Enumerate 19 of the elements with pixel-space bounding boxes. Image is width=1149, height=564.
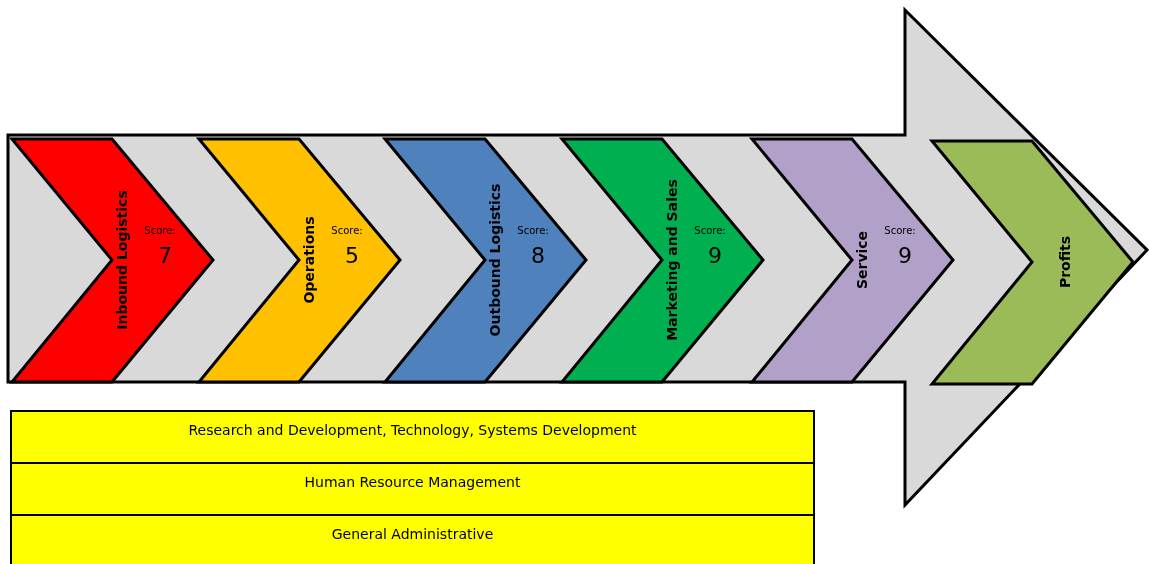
activity-title: Operations bbox=[301, 216, 317, 304]
score-label: Score: bbox=[517, 225, 549, 236]
score-value: 8 bbox=[531, 243, 545, 268]
score-label: Score: bbox=[331, 225, 363, 236]
activity-title: Marketing and Sales bbox=[664, 179, 680, 341]
score-value: 7 bbox=[158, 243, 172, 268]
support-activity-band: General Administrative bbox=[10, 514, 815, 564]
score-label: Score: bbox=[694, 225, 726, 236]
score-label: Score: bbox=[144, 225, 176, 236]
score-value: 9 bbox=[708, 243, 722, 268]
score-value: 5 bbox=[345, 243, 359, 268]
activity-title: Service bbox=[854, 230, 870, 290]
support-activity-band: Research and Development, Technology, Systems Development bbox=[10, 410, 815, 464]
activity-title: Profits bbox=[1057, 235, 1073, 289]
activity-title: Inbound Logistics bbox=[114, 190, 130, 330]
support-activity-band: Human Resource Management bbox=[10, 462, 815, 516]
activity-title: Outbound Logistics bbox=[487, 183, 503, 337]
score-label: Score: bbox=[884, 225, 916, 236]
score-value: 9 bbox=[898, 243, 912, 268]
